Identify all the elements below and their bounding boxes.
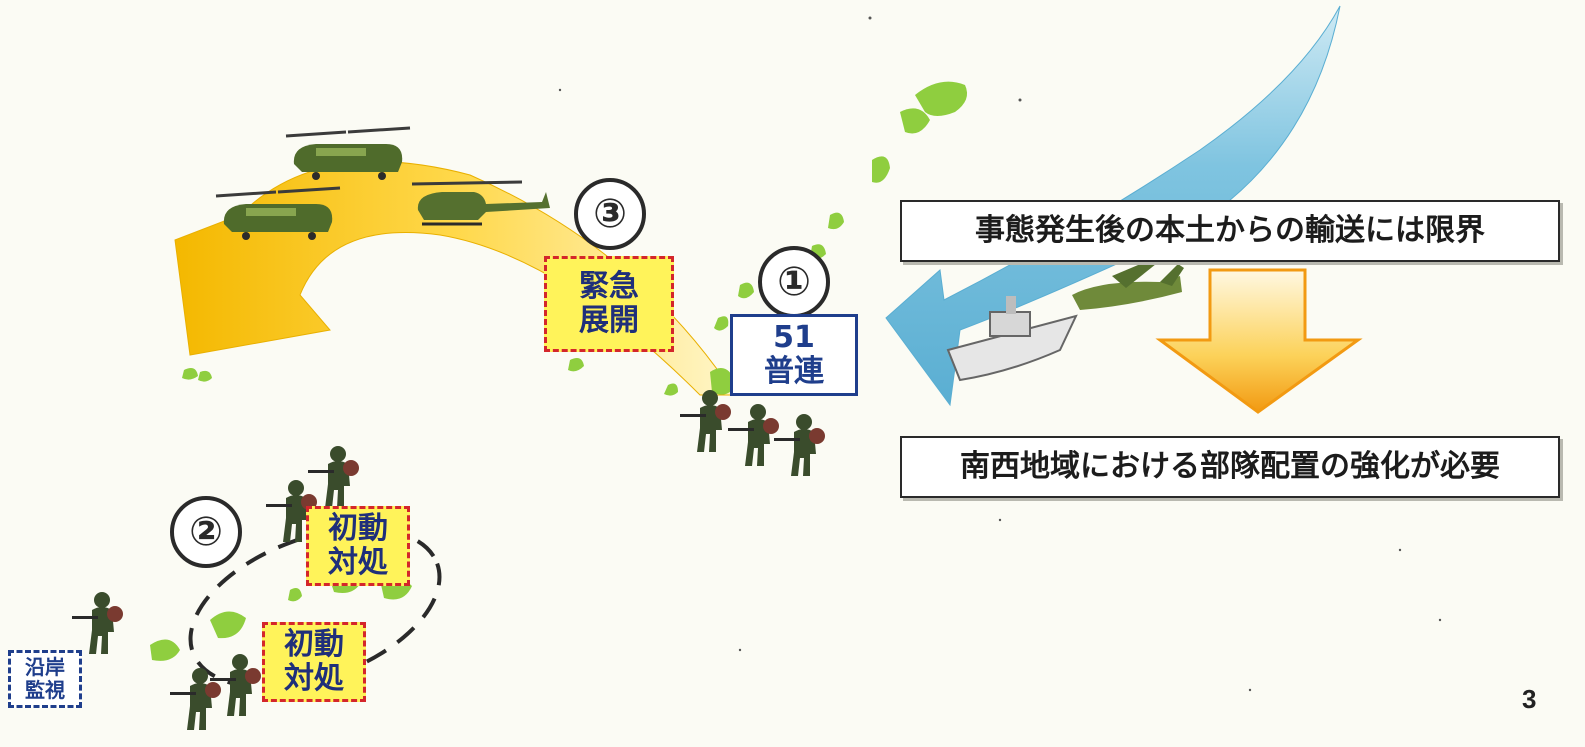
initial-response-label-top: 初動 対処	[306, 506, 410, 586]
label-line: 監視	[25, 678, 65, 702]
emergency-deploy-label: 緊急 展開	[544, 256, 674, 352]
label-line: 初動	[284, 627, 344, 662]
coastal-watch-label: 沿岸 監視	[8, 650, 82, 708]
label-line: 沿岸	[25, 655, 65, 679]
label-line: 初動	[328, 511, 388, 546]
soldier-icon	[728, 404, 779, 466]
label-line: 普連	[764, 354, 824, 389]
down-arrow	[1155, 268, 1363, 414]
label-line: 51	[773, 320, 815, 355]
unit-51-label: 51 普連	[730, 314, 858, 396]
soldier-icon	[774, 414, 825, 476]
label-line: 対処	[284, 661, 344, 696]
transport-plane-icon	[1072, 260, 1184, 310]
deployment-needed-callout: 南西地域における部隊配置の強化が必要	[900, 436, 1560, 498]
ship-icon	[946, 296, 1078, 382]
soldier-icon	[680, 390, 731, 452]
soldier-icon	[72, 592, 123, 654]
step-2-marker: ②	[170, 496, 242, 568]
background-specks	[558, 16, 1442, 692]
page-number: 3	[1522, 684, 1537, 714]
label-line: 展開	[579, 303, 639, 338]
label-line: 対処	[328, 545, 388, 580]
label-line: 緊急	[579, 269, 639, 304]
transport-limit-callout: 事態発生後の本土からの輸送には限界	[900, 200, 1560, 262]
step-3-marker: ③	[574, 178, 646, 250]
step-1-marker: ①	[758, 246, 830, 318]
initial-response-label-bottom: 初動 対処	[262, 622, 366, 702]
